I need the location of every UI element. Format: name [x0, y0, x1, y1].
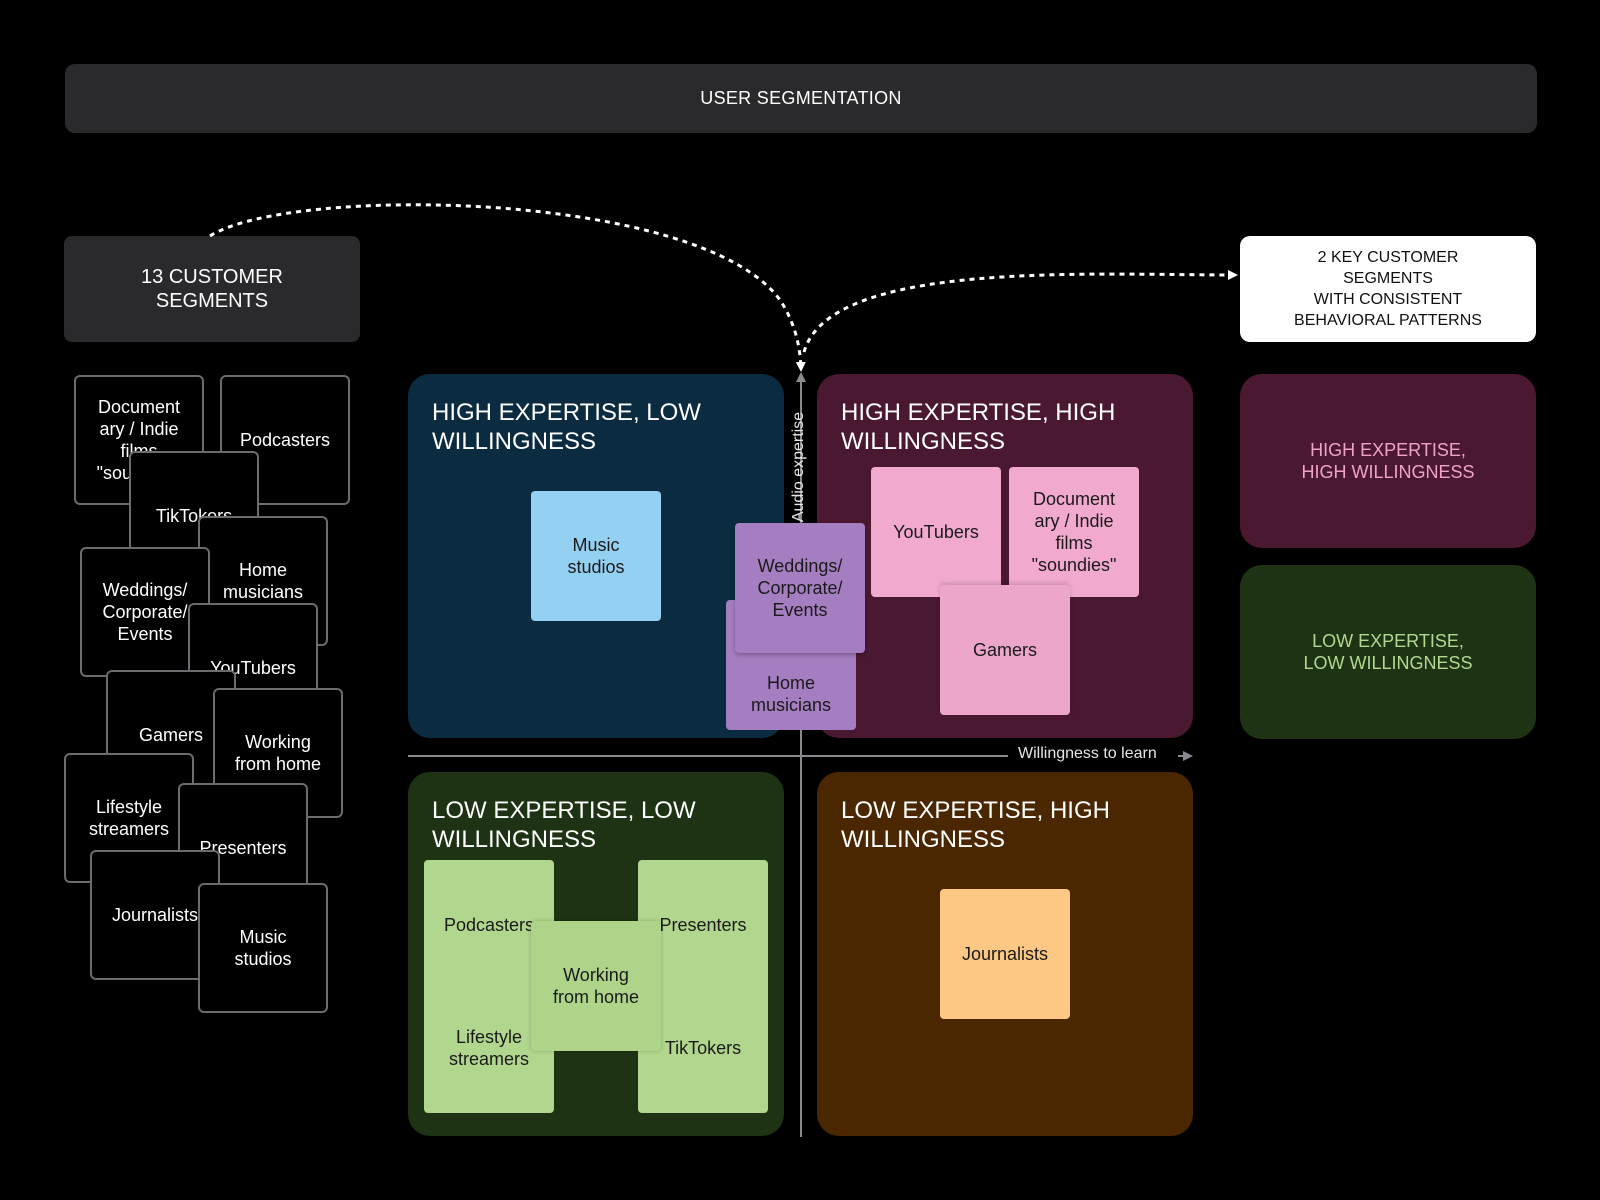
sticky-note: Working from home: [531, 921, 661, 1051]
quadrant-title: HIGH EXPERTISE, HIGH WILLINGNESS: [841, 399, 1116, 455]
sticky-note: Journalists: [940, 889, 1070, 1019]
y-axis-arrow: [796, 372, 806, 382]
sticky-note: YouTubers: [871, 467, 1001, 597]
dashed-arrow-right: [802, 269, 1238, 353]
quadrant-title: LOW EXPERTISE, HIGH WILLINGNESS: [841, 797, 1110, 853]
x-axis-arrow: [1183, 751, 1193, 761]
sticky-note: Music studios: [531, 491, 661, 621]
sticky-note: Weddings/ Corporate/ Events: [735, 523, 865, 653]
quadrant-title: LOW EXPERTISE, LOW WILLINGNESS: [432, 797, 696, 853]
customer-segments-title: 13 CUSTOMER SEGMENTS: [64, 236, 360, 342]
sticky-note: Gamers: [940, 585, 1070, 715]
key-segment-high-high: HIGH EXPERTISE, HIGH WILLINGNESS: [1240, 374, 1536, 548]
dashed-arrow-left: [209, 203, 806, 372]
key-segments-title: 2 KEY CUSTOMER SEGMENTS WITH CONSISTENT …: [1240, 236, 1536, 342]
page-title: USER SEGMENTATION: [65, 64, 1537, 133]
sticky-note: Document ary / Indie films "soundies": [1009, 467, 1139, 597]
quadrant-title: HIGH EXPERTISE, LOW WILLINGNESS: [432, 399, 701, 455]
x-axis-label: Willingness to learn: [1018, 745, 1157, 762]
y-axis-label: Audio expertise: [790, 411, 807, 523]
segment-card: Music studios: [198, 883, 328, 1013]
key-segment-low-low: LOW EXPERTISE, LOW WILLINGNESS: [1240, 565, 1536, 739]
